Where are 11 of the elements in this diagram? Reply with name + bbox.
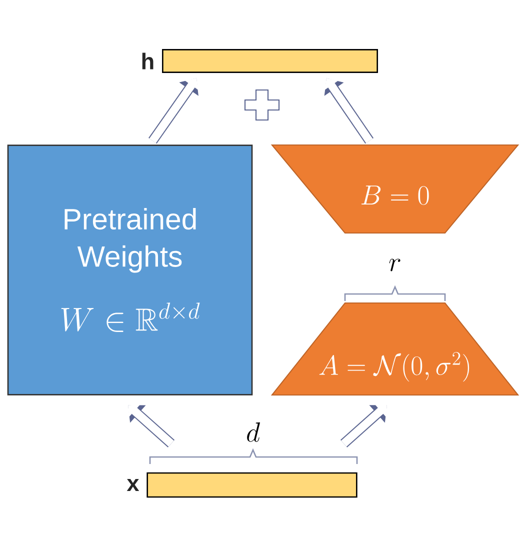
dimension-label: $d$	[247, 422, 260, 442]
block-arrow	[340, 404, 387, 448]
weights-box: Pretrained Weights $W \in \mathbb{R}^{d\times d}$	[7, 144, 253, 396]
vector-bar: h	[142, 49, 378, 73]
block-arrow	[128, 404, 175, 448]
block-arrow	[148, 78, 198, 144]
dimension-label: $r$	[389, 258, 400, 272]
node-label: x	[126, 479, 140, 491]
block-arrow	[324, 78, 374, 144]
vector-bar: x	[126, 472, 358, 498]
node-label: h	[142, 52, 154, 70]
